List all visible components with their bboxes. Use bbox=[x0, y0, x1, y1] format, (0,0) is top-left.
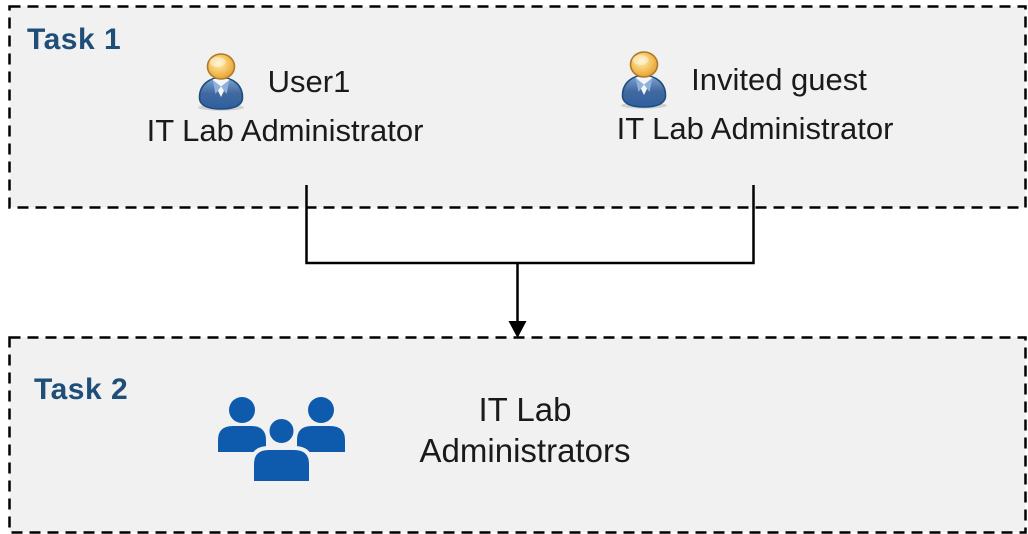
person-role: IT Lab Administrator bbox=[146, 113, 424, 148]
group-name-line2: Administrators bbox=[419, 432, 631, 469]
group-name-line1: IT Lab bbox=[478, 391, 572, 428]
person-icon bbox=[617, 51, 671, 109]
person-user1-row: User1 bbox=[107, 52, 437, 112]
person-name: User1 bbox=[267, 64, 351, 99]
task2-box bbox=[8, 336, 1027, 534]
arrowhead-down-icon bbox=[508, 321, 527, 338]
task2-label: Task 2 bbox=[34, 373, 129, 406]
task1-label: Task 1 bbox=[27, 23, 122, 56]
person-role: IT Lab Administrator bbox=[616, 111, 894, 146]
person-invited-guest-row: Invited guest bbox=[577, 50, 907, 110]
connector-lines bbox=[305, 185, 755, 323]
person-user1: User1 IT Lab Administrator bbox=[120, 52, 450, 149]
person-invited-guest: Invited guest IT Lab Administrator bbox=[590, 50, 920, 147]
people-group-icon bbox=[218, 395, 345, 483]
person-name: Invited guest bbox=[691, 62, 867, 97]
person-icon bbox=[194, 53, 248, 111]
group-name: IT Lab Administrators bbox=[340, 389, 710, 471]
task1-box bbox=[8, 5, 1027, 209]
